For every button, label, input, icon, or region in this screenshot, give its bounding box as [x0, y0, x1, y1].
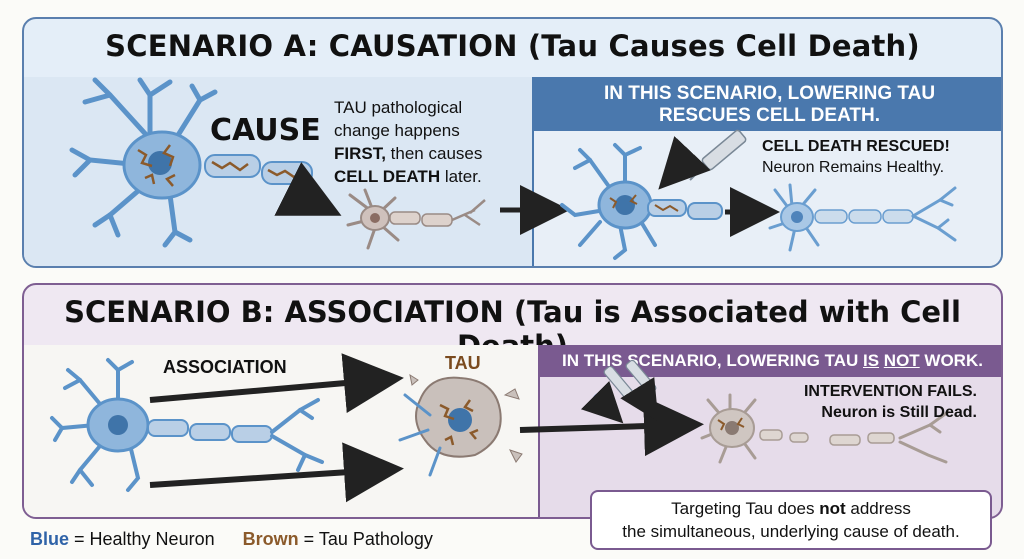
- description-then-causes: then causes: [385, 144, 483, 163]
- description-line4: CELL DEATH later.: [334, 165, 482, 188]
- neuron-tau-association-icon: [398, 373, 523, 477]
- description-later: later.: [440, 167, 482, 186]
- legend-brown-text: = Tau Pathology: [298, 529, 433, 549]
- outcome-fails-title: INTERVENTION FAILS.: [803, 383, 977, 400]
- outcome-rescued-subtitle: Neuron Remains Healthy.: [762, 159, 945, 176]
- scenario-b-outcome: INTERVENTION FAILS. Neuron is Still Dead…: [770, 381, 977, 423]
- neuron-damaged-small-icon: [346, 185, 570, 250]
- scenario-b-header-is: IS: [863, 351, 880, 370]
- scenario-b-intervention-header: IN THIS SCENARIO, LOWERING TAU IS NOT WO…: [540, 345, 1001, 377]
- description-cell-death: CELL DEATH: [334, 167, 441, 186]
- tau-label: TAU: [445, 353, 481, 373]
- legend: Blue = Healthy Neuron Brown = Tau Pathol…: [30, 529, 433, 550]
- scenario-b-panel: SCENARIO B: ASSOCIATION (Tau is Associat…: [22, 283, 1003, 519]
- legend-brown-word: Brown: [242, 529, 299, 549]
- outcome-rescued-title: CELL DEATH RESCUED!: [762, 138, 950, 155]
- callout-line2: the simultaneous, underlying cause of de…: [622, 522, 960, 541]
- neuron-dead-icon: [519, 359, 950, 464]
- callout-line1: Targeting Tau does not address: [592, 497, 990, 520]
- scenario-a-header-line2: RESCUES CELL DEATH.: [659, 105, 880, 126]
- scenario-b-header-prefix: IN THIS SCENARIO, LOWERING TAU: [562, 351, 863, 370]
- description-line3: FIRST, then causes: [334, 142, 482, 165]
- scenario-a-header-line1: IN THIS SCENARIO, LOWERING TAU: [603, 83, 936, 104]
- scenario-b-header-not: NOT: [883, 351, 920, 370]
- callout-not: not: [819, 499, 846, 518]
- description-first: FIRST,: [334, 144, 386, 163]
- scenario-a-title: SCENARIO A: CAUSATION (Tau Causes Cell D…: [105, 29, 920, 63]
- syringe-pair-icon: [580, 359, 659, 424]
- scenario-a-description: TAU pathological change happens FIRST, t…: [334, 96, 482, 188]
- legend-blue-word: Blue: [30, 529, 70, 549]
- scenario-a-intervention-header: IN THIS SCENARIO, LOWERING TAU RESCUES C…: [534, 77, 1001, 131]
- callout-suffix: address: [845, 499, 911, 518]
- description-line2: change happens: [334, 121, 460, 140]
- scenario-a-outcome: CELL DEATH RESCUED! Neuron Remains Healt…: [762, 136, 950, 178]
- outcome-fails-subtitle: Neuron is Still Dead.: [821, 404, 977, 421]
- scenario-b-header-suffix: WORK.: [919, 351, 983, 370]
- neuron-treated-icon: [560, 129, 780, 260]
- syringe-icon: [658, 129, 747, 190]
- callout-prefix: Targeting Tau does: [671, 499, 820, 518]
- neuron-healthy-icon: [768, 183, 957, 252]
- description-line1: TAU pathological: [334, 98, 463, 117]
- legend-blue-text: = Healthy Neuron: [69, 529, 215, 549]
- neuron-tau-large-icon: [69, 77, 342, 248]
- scenario-a-panel: SCENARIO A: CAUSATION (Tau Causes Cell D…: [22, 17, 1003, 268]
- cause-label: CAUSE: [210, 113, 321, 148]
- neuron-association-icon: [50, 353, 404, 503]
- scenario-a-divider: [532, 77, 534, 266]
- callout-box: Targeting Tau does not address the simul…: [590, 490, 992, 550]
- association-label: ASSOCIATION: [163, 357, 287, 377]
